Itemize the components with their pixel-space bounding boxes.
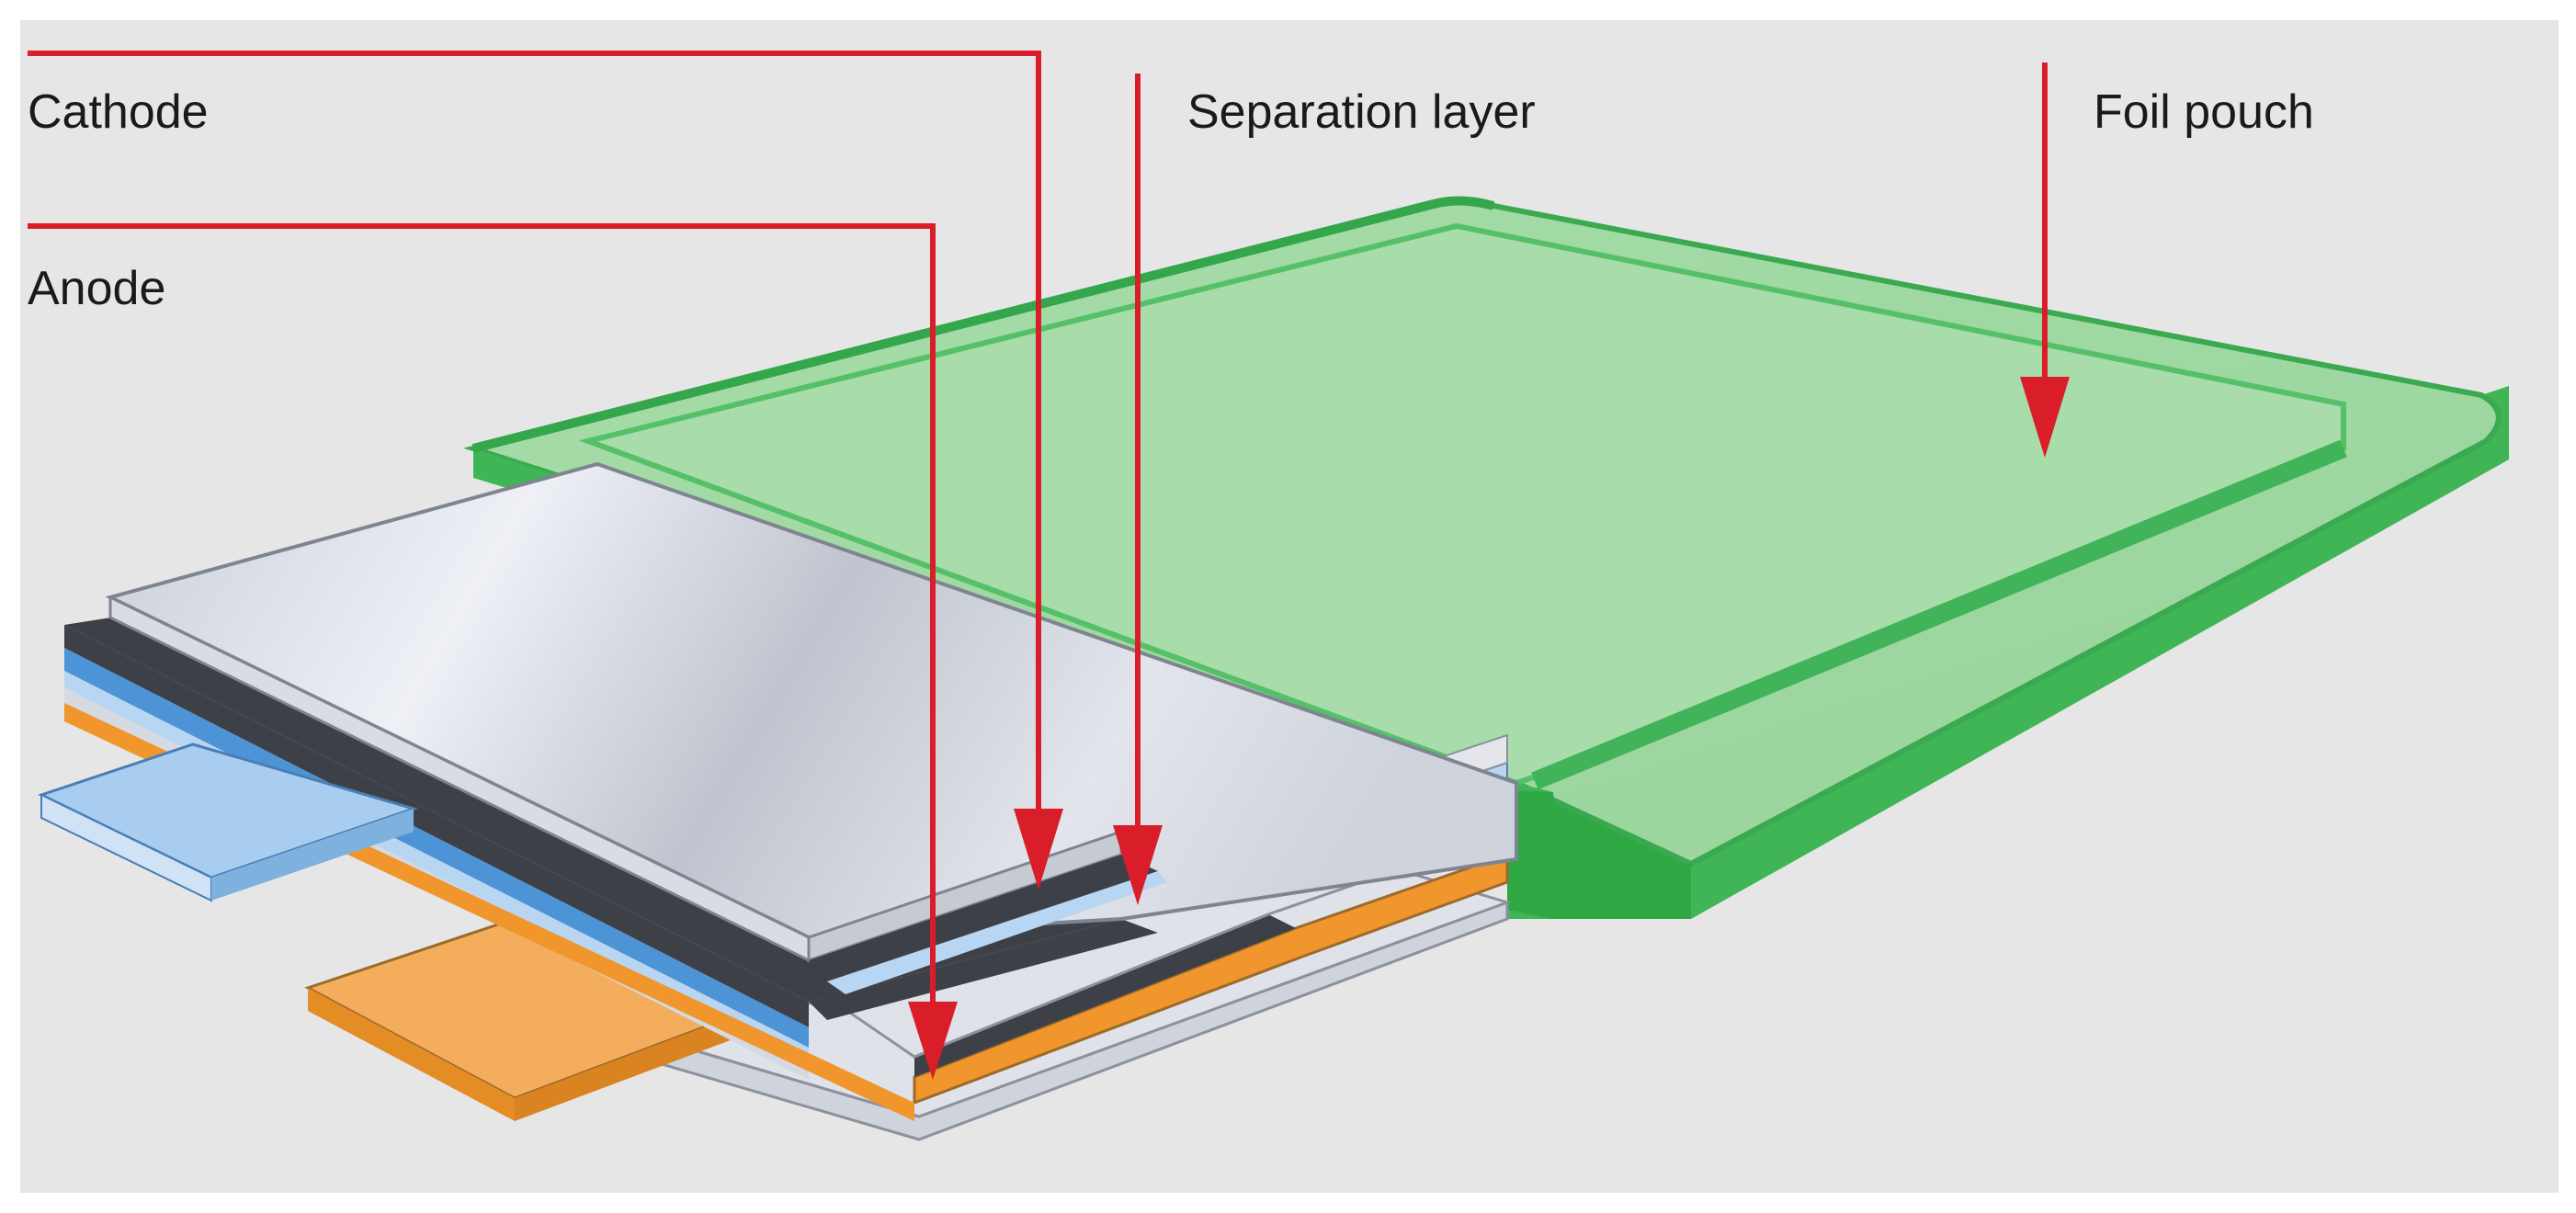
- foil-pouch-label: Foil pouch: [2094, 85, 2314, 139]
- anode-arrowhead: [908, 1002, 958, 1080]
- anode-pointer-line: [28, 223, 936, 1046]
- pointer-lines: [28, 51, 2048, 1046]
- separation-layer-label: Separation layer: [1187, 85, 1536, 139]
- electrode-stack: [38, 461, 1518, 1141]
- separation-arrowhead: [1113, 825, 1163, 905]
- foil-arrowhead: [2020, 377, 2070, 458]
- cathode-label: Cathode: [28, 85, 209, 139]
- foil-pouch: [463, 196, 2509, 919]
- cathode-pointer-line: [28, 51, 1041, 855]
- anode-label: Anode: [28, 262, 166, 315]
- cathode-arrowhead: [1014, 809, 1063, 890]
- pointer-arrowheads: [908, 377, 2070, 1080]
